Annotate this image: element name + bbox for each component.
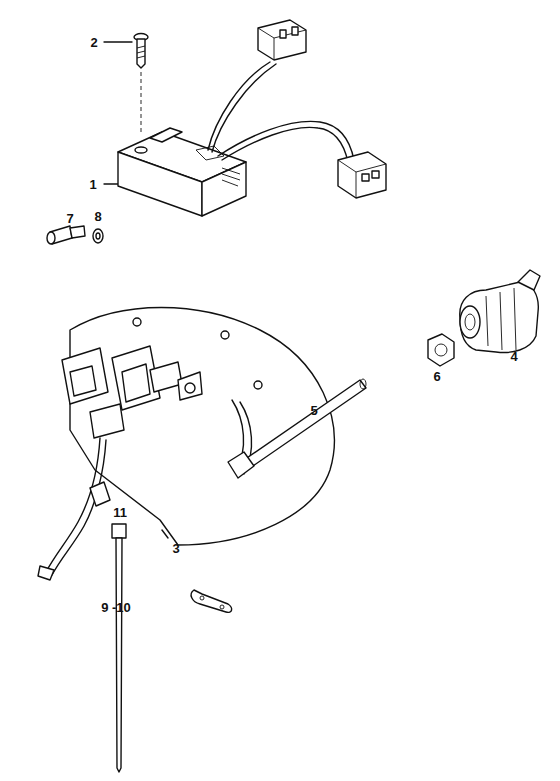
shaft bbox=[228, 379, 366, 478]
callout-number: 8 bbox=[94, 210, 101, 223]
callout-number: 3 bbox=[172, 542, 179, 555]
callout-number: 4 bbox=[510, 350, 517, 363]
callout-number: 11 bbox=[113, 506, 127, 519]
clip bbox=[191, 590, 232, 612]
screw bbox=[134, 34, 148, 133]
callout-number: 1 bbox=[89, 178, 96, 191]
callout-number: 2 bbox=[90, 36, 97, 49]
callout-number: 7 bbox=[66, 212, 73, 225]
pickup-plate bbox=[38, 308, 334, 581]
callout-number: 5 bbox=[310, 404, 317, 417]
bolt-and-washer bbox=[47, 226, 103, 244]
cable-tie bbox=[112, 524, 126, 772]
nut bbox=[428, 334, 454, 366]
regulator bbox=[118, 20, 386, 216]
callout-number: 9 -10 bbox=[101, 601, 131, 614]
advance-unit bbox=[460, 270, 540, 352]
callout-number: 6 bbox=[433, 370, 440, 383]
